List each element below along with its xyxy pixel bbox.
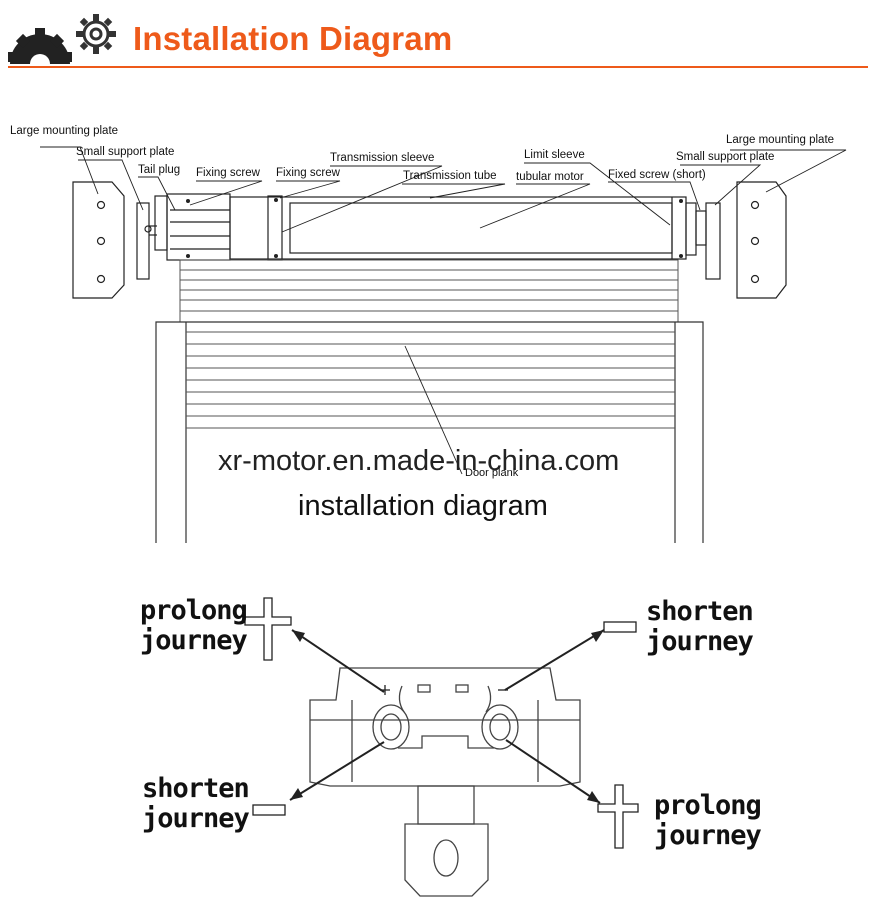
label-line: shorten <box>646 596 754 627</box>
label-line: journey <box>646 626 754 657</box>
label-fixing-screw-1: Fixing screw <box>196 167 260 179</box>
limit-knob-left <box>372 704 410 750</box>
gears-icon <box>8 14 116 70</box>
label-transmission-sleeve: Transmission sleeve <box>330 152 435 164</box>
page-title: Installation Diagram <box>133 20 453 57</box>
small-support-plate-left <box>136 202 150 280</box>
large-mounting-plate-right <box>736 181 787 299</box>
label-shorten-top-right: shorten journey <box>646 596 754 657</box>
label-small-support-plate-right: Small support plate <box>676 151 775 163</box>
label-tail-plug: Tail plug <box>138 164 181 176</box>
label-transmission-tube: Transmission tube <box>403 170 497 182</box>
label-line: journey <box>142 803 250 834</box>
label-large-mounting-plate-right: Large mounting plate <box>726 134 835 146</box>
label-fixing-screw-2: Fixing screw <box>276 167 340 179</box>
label-line: prolong <box>140 595 248 626</box>
limit-knob-right <box>481 704 519 750</box>
label-line: journey <box>140 625 248 656</box>
large-mounting-plate-left <box>72 181 125 299</box>
minus-icon-bottom-left <box>252 804 286 816</box>
plus-icon-bottom-right <box>597 784 639 849</box>
label-line: shorten <box>142 773 250 804</box>
plus-icon-top-left <box>244 597 292 661</box>
label-fixed-screw-short: Fixed screw (short) <box>608 169 706 181</box>
label-prolong-bottom-right: prolong journey <box>654 790 762 851</box>
title-underline <box>8 66 868 68</box>
label-line: prolong <box>654 790 762 821</box>
diagram-caption: installation diagram <box>298 490 548 522</box>
minus-icon-top-right <box>603 621 637 633</box>
label-shorten-bottom-left: shorten journey <box>142 773 250 834</box>
label-line: journey <box>654 820 762 851</box>
label-tubular-motor: tubular motor <box>516 171 584 183</box>
label-large-mounting-plate-left: Large mounting plate <box>10 125 119 137</box>
label-prolong-top-left: prolong journey <box>140 595 248 656</box>
small-support-plate-right <box>705 202 721 280</box>
label-small-support-plate-left: Small support plate <box>76 146 175 158</box>
label-door-plank: Door plank <box>465 467 519 479</box>
watermark: xr-motor.en.made-in-china.com <box>218 445 620 477</box>
label-limit-sleeve: Limit sleeve <box>524 149 585 161</box>
